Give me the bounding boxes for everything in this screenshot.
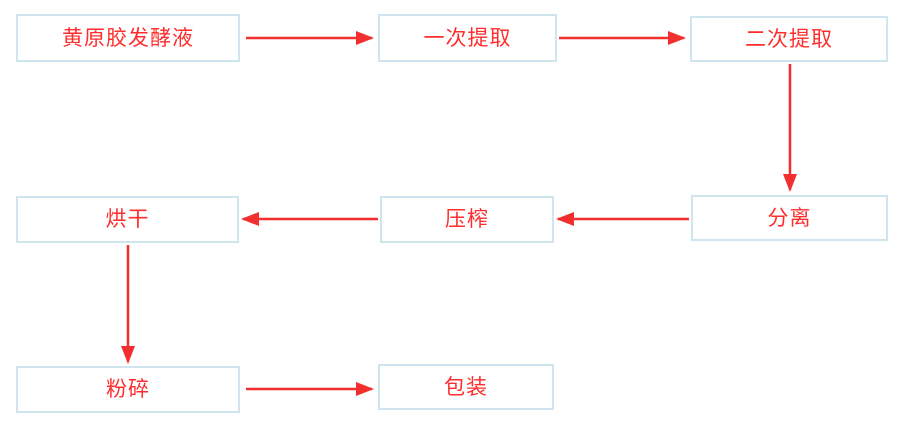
node-separation: 分离 [691, 195, 888, 241]
node-drying: 烘干 [16, 196, 239, 243]
node-packaging-label: 包装 [444, 374, 488, 399]
node-second-extraction-label: 二次提取 [745, 26, 833, 51]
node-drying-label: 烘干 [105, 207, 150, 231]
node-fermentation-broth: 黄原胶发酵液 [16, 14, 240, 62]
node-fermentation-broth-label: 黄原胶发酵液 [62, 25, 194, 50]
node-crushing: 粉碎 [16, 366, 240, 413]
node-second-extraction: 二次提取 [690, 16, 888, 62]
node-crushing-label: 粉碎 [106, 377, 150, 401]
node-first-extraction-label: 一次提取 [423, 25, 512, 50]
node-separation-label: 分离 [767, 205, 812, 230]
node-pressing-label: 压榨 [445, 207, 489, 231]
node-first-extraction: 一次提取 [378, 14, 557, 62]
node-pressing: 压榨 [380, 196, 554, 243]
node-packaging: 包装 [378, 364, 554, 410]
